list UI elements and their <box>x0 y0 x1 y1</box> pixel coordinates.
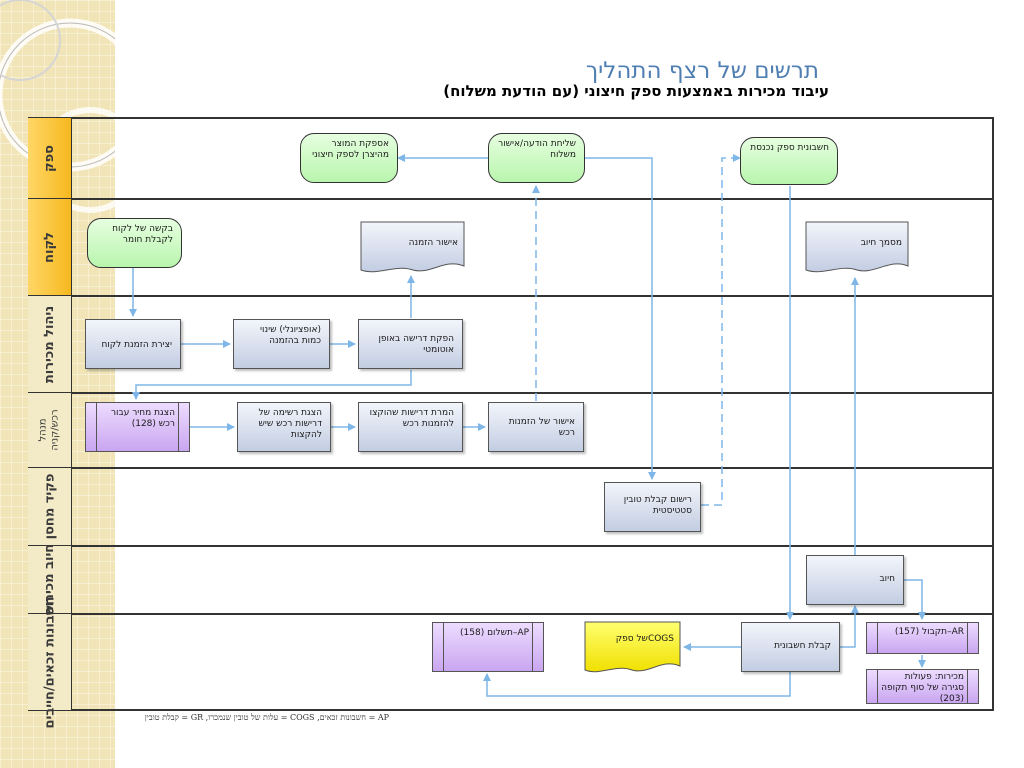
node-billing-document: מסמך חיוב <box>860 238 902 248</box>
node-create-sales-order: יצירת הזמנת לקוח <box>85 319 181 369</box>
arrow-gr-to-invoice <box>701 154 741 506</box>
node-ar-receipt-text: AR–תקבול (157) <box>894 627 964 637</box>
arrow-billing-to-ar <box>904 579 926 620</box>
node-change-quantity: (אופציונלי) שינוי כמות בהזמנה <box>233 319 330 369</box>
node-send-shipping-notice: שליחת הודעה/אישור משלוח <box>488 133 585 183</box>
lane-label-vendor: ספק <box>28 118 72 199</box>
arrow-receipt-to-billing <box>840 605 859 648</box>
node-list-requisitions: הצגת רשימה של דרישות רכש שיש להקצות <box>237 402 331 452</box>
footnote-legend: AP = חשבונות זכאים, COGS = עלות של טובין… <box>144 713 389 722</box>
lane-separator <box>72 198 994 200</box>
node-order-confirmation: אישור הזמנה <box>408 238 458 248</box>
arrow-notice-to-gr <box>585 157 656 480</box>
arrow-receipt-to-ap <box>483 672 791 697</box>
lane-separator <box>72 613 994 615</box>
node-vendor-delivery: אספקת המוצר מהיצרן לספק חיצוני <box>300 133 398 183</box>
lane-label-customer: לקוח <box>28 199 72 296</box>
page-title: תרשים של רצף התהליך <box>585 58 819 84</box>
node-period-close-text: מכירות: פעולות סגירה של סוף תקופה (203) <box>881 672 964 704</box>
node-statistical-gr: רישום קבלת טובין סטטיסטית <box>604 482 701 532</box>
document-shape-order-confirmation <box>360 221 465 273</box>
node-billing: חיוב <box>806 555 904 605</box>
node-period-close: מכירות: פעולות סגירה של סוף תקופה (203) <box>866 669 979 704</box>
document-shape-billing-document <box>805 221 909 273</box>
lane-separator <box>72 295 994 297</box>
node-auto-requisition: הפקת דרישה באופן אוטומטי <box>358 319 463 369</box>
lane-label-warehouse-clerk: פקיד מחסן <box>28 468 72 546</box>
lane-separator <box>72 392 994 394</box>
node-ar-receipt: AR–תקבול (157) <box>866 622 979 654</box>
lane-separator <box>72 467 994 469</box>
node-convert-requisitions: המרת דרישות שהוקצו להזמנות רכש <box>358 402 463 452</box>
lane-separator <box>72 545 994 547</box>
node-vendor-invoice: חשבונית ספק נכנסת <box>740 137 838 185</box>
node-invoice-receipt: קבלת חשבונית <box>741 622 840 672</box>
lane-label-sales-management: ניהול מכירות <box>28 296 72 393</box>
node-ap-payment: AP–תשלום (158) <box>432 622 544 672</box>
arrow-requisition-to-price <box>132 370 412 400</box>
lane-label-ap-ar: חשבונות זכאים/חייבים <box>28 596 72 728</box>
page-subtitle: עיבוד מכירות באמצעות ספק חיצוני (עם הודע… <box>443 82 829 100</box>
node-ap-payment-text: AP–תשלום (158) <box>460 628 529 638</box>
node-purchase-price-offer: הצגת מחיר עבור רכש (128) <box>85 402 190 452</box>
node-purchase-price-offer-text: הצגת מחיר עבור רכש (128) <box>110 408 175 429</box>
node-vendor-cogs: COGSשל ספק <box>615 634 674 644</box>
node-approve-po: אישור של הזמנות רכש <box>488 402 584 452</box>
node-customer-request: בקשה של לקוח לקבלת חומר <box>87 218 182 268</box>
document-shape-vendor-cogs <box>584 621 681 673</box>
lane-label-sales-billing: חיוב מכירות <box>28 544 72 615</box>
lane-label-purchasing-manager: מנהל רכש/קניה <box>28 393 72 468</box>
